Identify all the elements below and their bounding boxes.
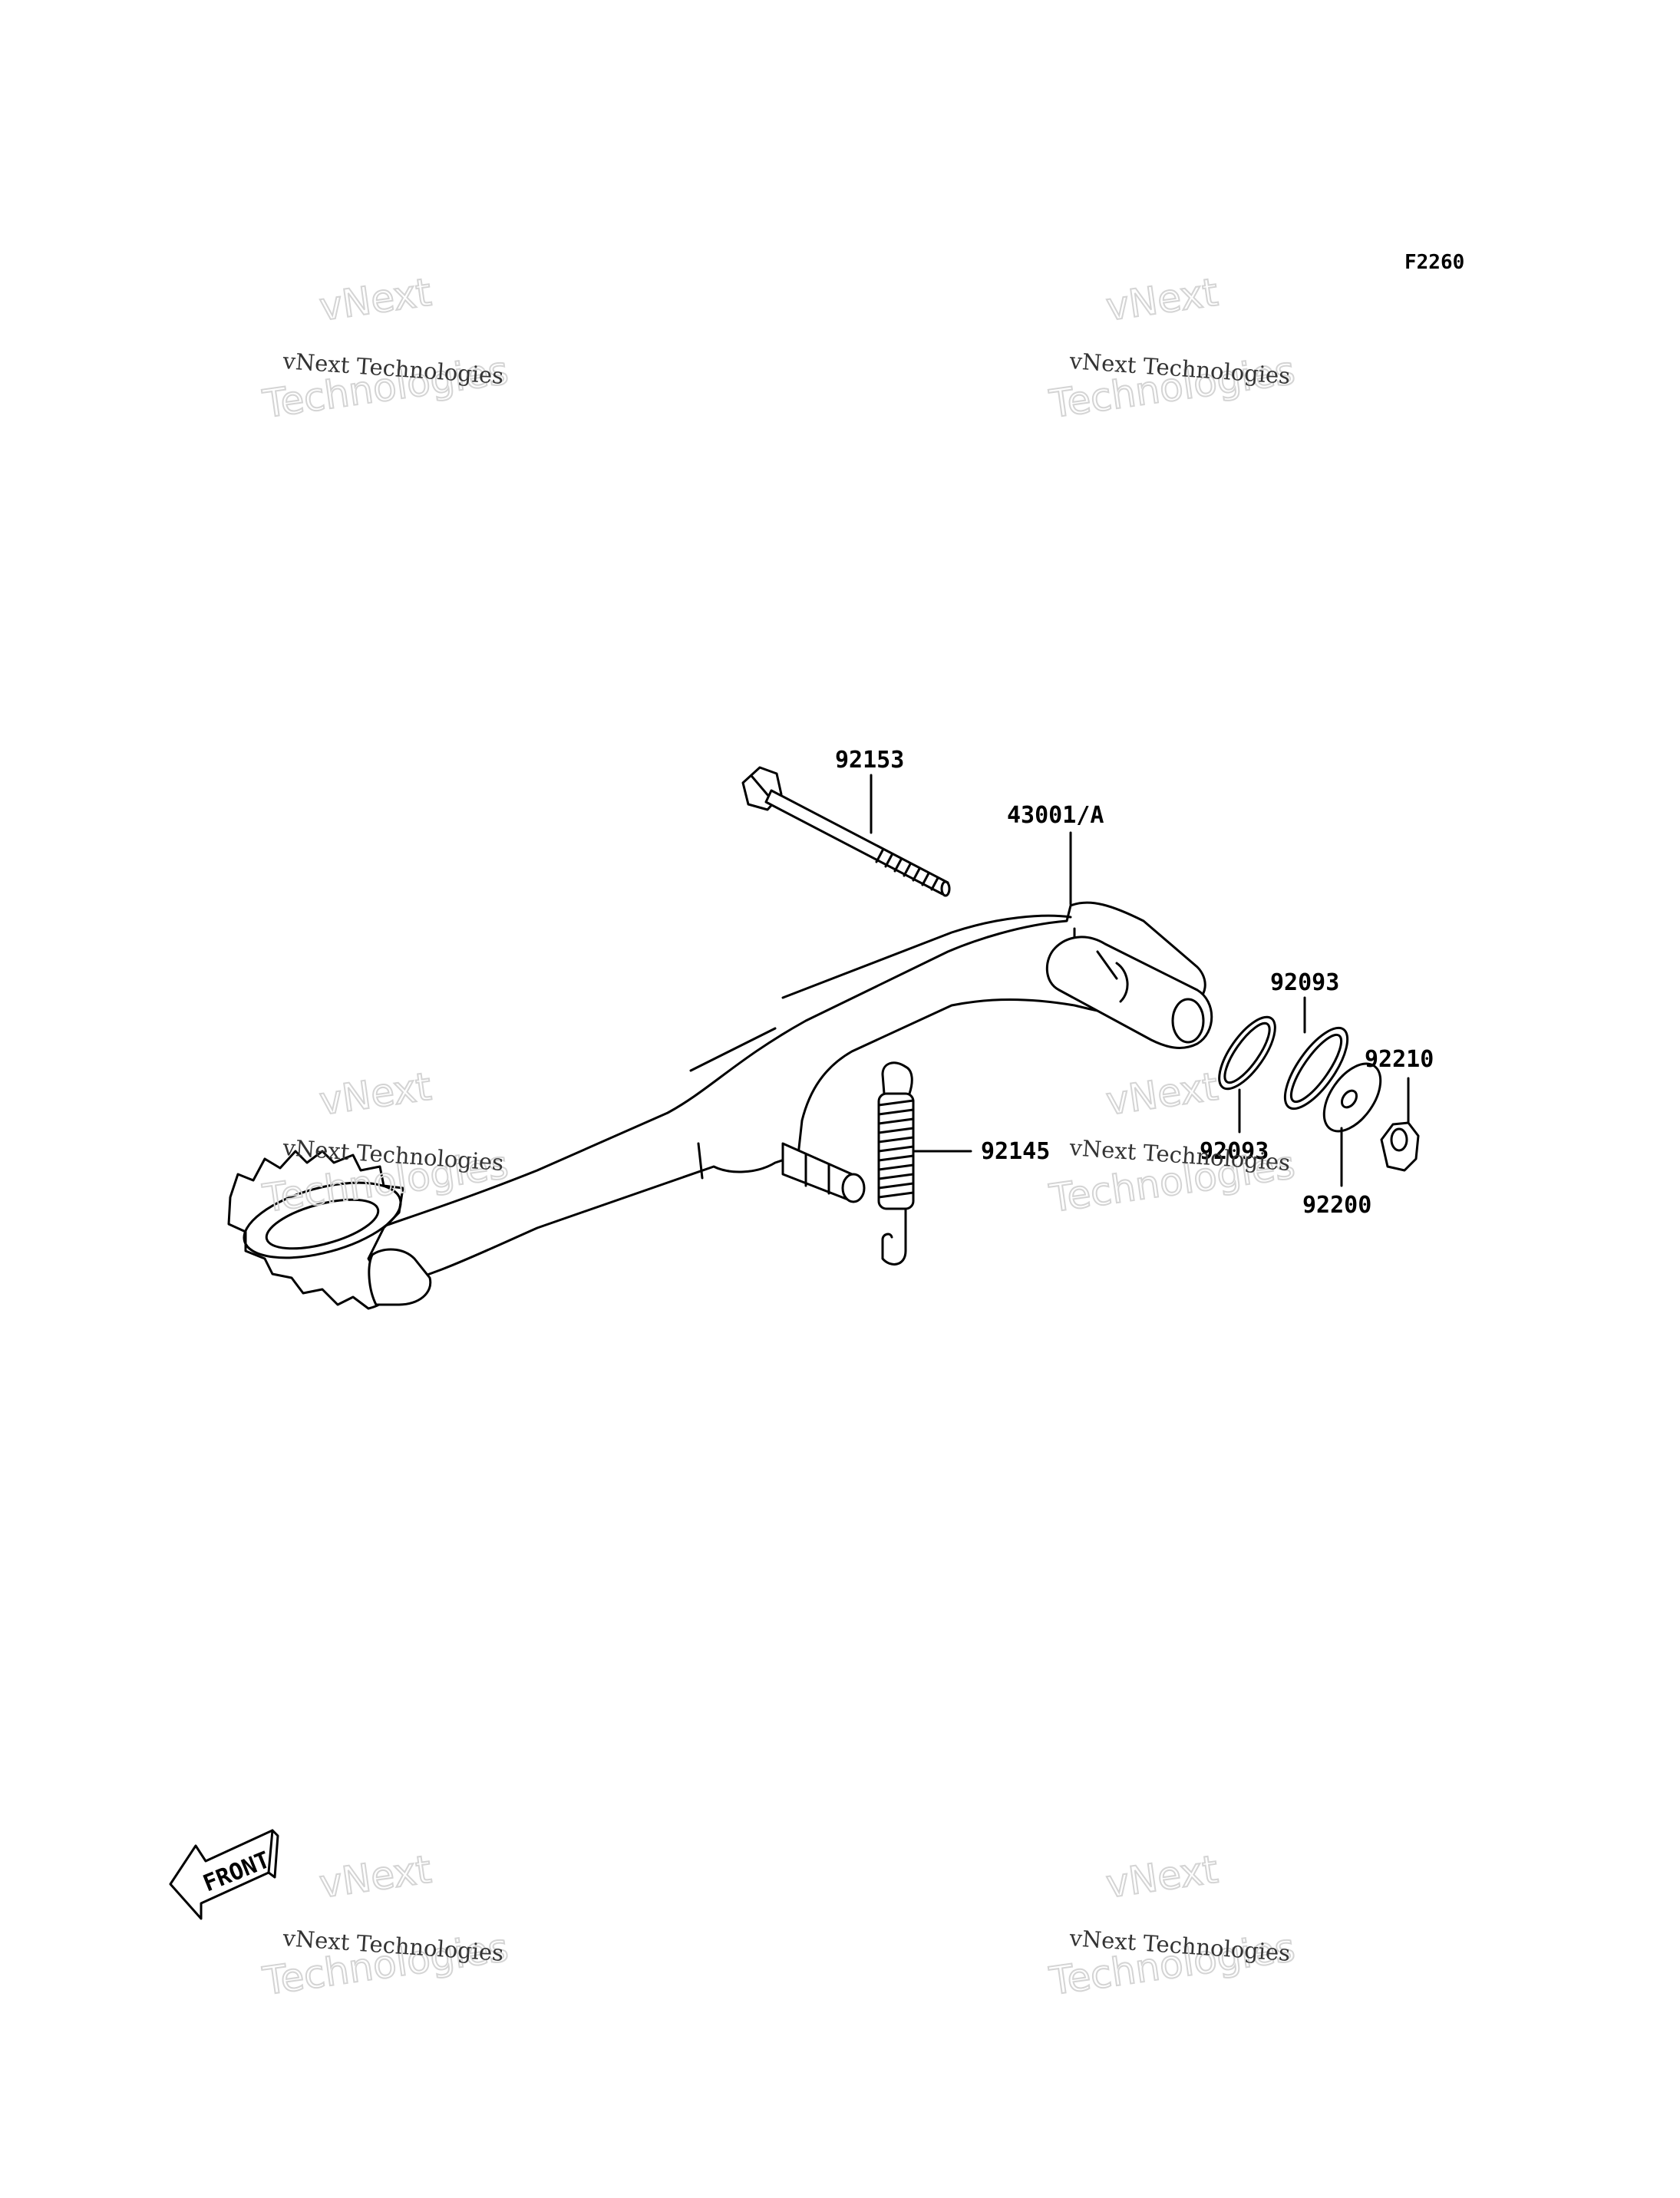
nut-92210 — [1380, 1077, 1420, 1172]
watermark-top-right: vNext Technologies — [1046, 269, 1299, 427]
watermark-bottom-left: vNext Technologies — [259, 1847, 512, 2005]
watermark-bottom-right: vNext Technologies — [1046, 1847, 1299, 2005]
front-arrow-icon: FRONT — [169, 1829, 279, 1920]
figure-code: F2260 — [1404, 251, 1464, 274]
washer-92200 — [1322, 1062, 1382, 1187]
svg-text:vNext: vNext — [317, 1064, 434, 1124]
svg-text:vNext: vNext — [1104, 270, 1221, 330]
label-92093-outer: 92093 — [1270, 969, 1339, 996]
svg-text:vNext: vNext — [1104, 1847, 1221, 1907]
svg-text:vNext: vNext — [317, 270, 434, 330]
spring-92145 — [877, 1061, 972, 1266]
label-92210: 92210 — [1365, 1046, 1434, 1073]
label-92153: 92153 — [835, 747, 904, 774]
label-92145: 92145 — [981, 1138, 1050, 1165]
label-92200: 92200 — [1302, 1192, 1371, 1219]
watermark-top-left: vNext Technologies — [259, 269, 512, 427]
brake-pedal — [227, 901, 1213, 1310]
oring-outer-92093 — [1283, 996, 1349, 1111]
label-43001A: 43001/A — [1007, 802, 1104, 829]
svg-text:vNext: vNext — [317, 1847, 434, 1907]
svg-text:vNext: vNext — [1104, 1064, 1221, 1124]
oring-inner-92093 — [1218, 1015, 1276, 1134]
label-92093-inner: 92093 — [1200, 1138, 1269, 1165]
bolt-92153 — [741, 766, 951, 897]
